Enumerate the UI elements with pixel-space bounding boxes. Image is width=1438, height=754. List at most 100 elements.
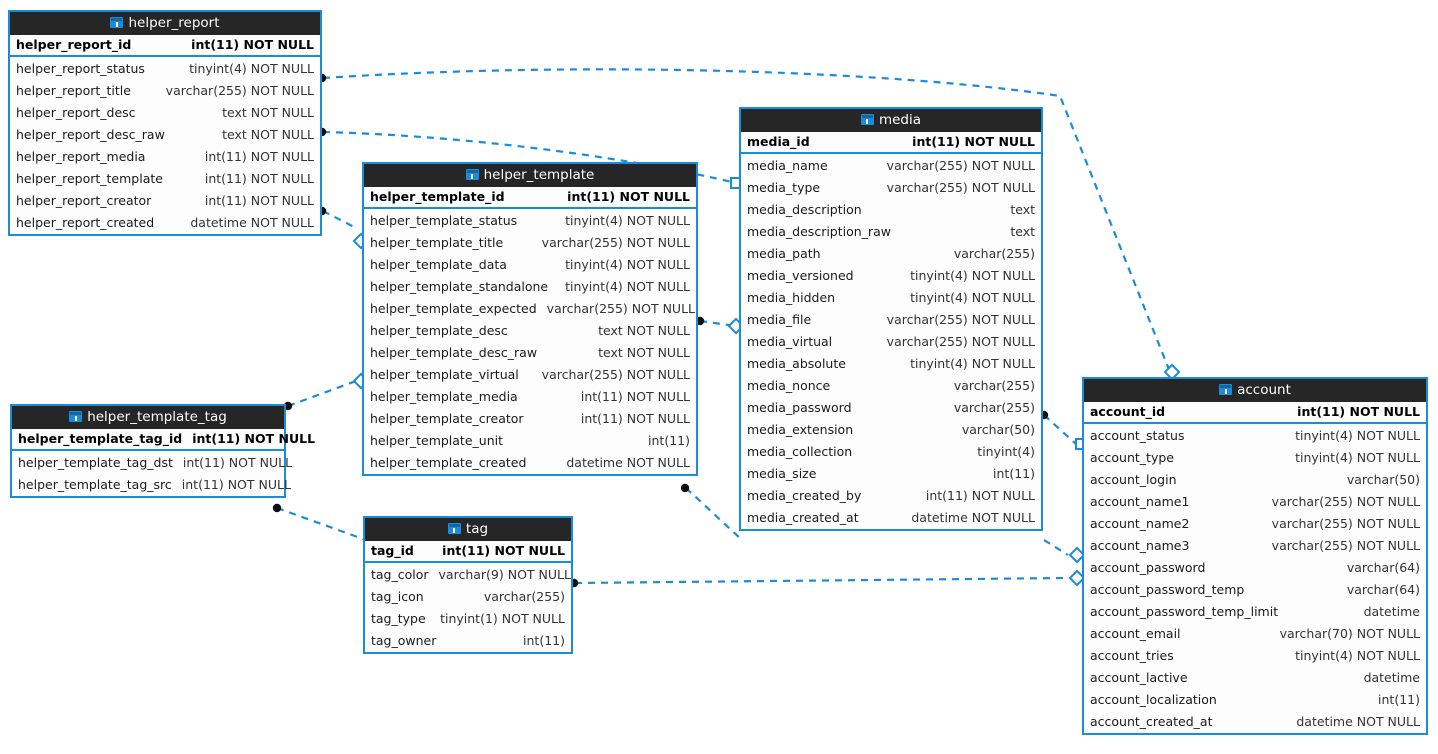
field-type: tinyint(4) NOT NULL [189, 61, 314, 76]
field-name: helper_template_creator [370, 411, 524, 426]
field-name: tag_icon [371, 589, 424, 604]
field-name: account_password [1090, 560, 1206, 575]
entity-header-account[interactable]: account [1084, 379, 1426, 402]
field-type: datetime NOT NULL [566, 455, 690, 470]
entity-title: media [878, 112, 922, 128]
table-icon [860, 114, 874, 125]
field-type: tinyint(4) NOT NULL [1295, 428, 1420, 443]
field-name: helper_template_expected [370, 301, 537, 316]
field-type: tinyint(1) NOT NULL [440, 611, 565, 626]
field-name: media_hidden [747, 290, 836, 305]
field-type: datetime [1363, 670, 1420, 685]
field-name: media_versioned [747, 268, 854, 283]
entity-header-helper_template_tag[interactable]: helper_template_tag [12, 406, 284, 429]
entity-header-helper_report[interactable]: helper_report [10, 12, 320, 35]
field-type: tinyint(4) NOT NULL [565, 213, 690, 228]
field-type: tinyint(4) NOT NULL [565, 279, 690, 294]
dot-template-bottom [680, 483, 690, 493]
entity-title: helper_template [483, 167, 595, 183]
field-name: media_nonce [747, 378, 831, 393]
entity-header-tag[interactable]: tag [365, 518, 571, 541]
field-name: tag_id [371, 543, 414, 558]
field-type: text NOT NULL [598, 323, 690, 338]
field-type: varchar(255) NOT NULL [1271, 516, 1420, 531]
field-name: helper_template_data [370, 257, 507, 272]
field-name: helper_template_media [370, 389, 518, 404]
field-type: varchar(50) [1346, 472, 1420, 487]
entity-header-media[interactable]: media [741, 109, 1041, 132]
entity-header-helper_template[interactable]: helper_template [364, 164, 696, 187]
